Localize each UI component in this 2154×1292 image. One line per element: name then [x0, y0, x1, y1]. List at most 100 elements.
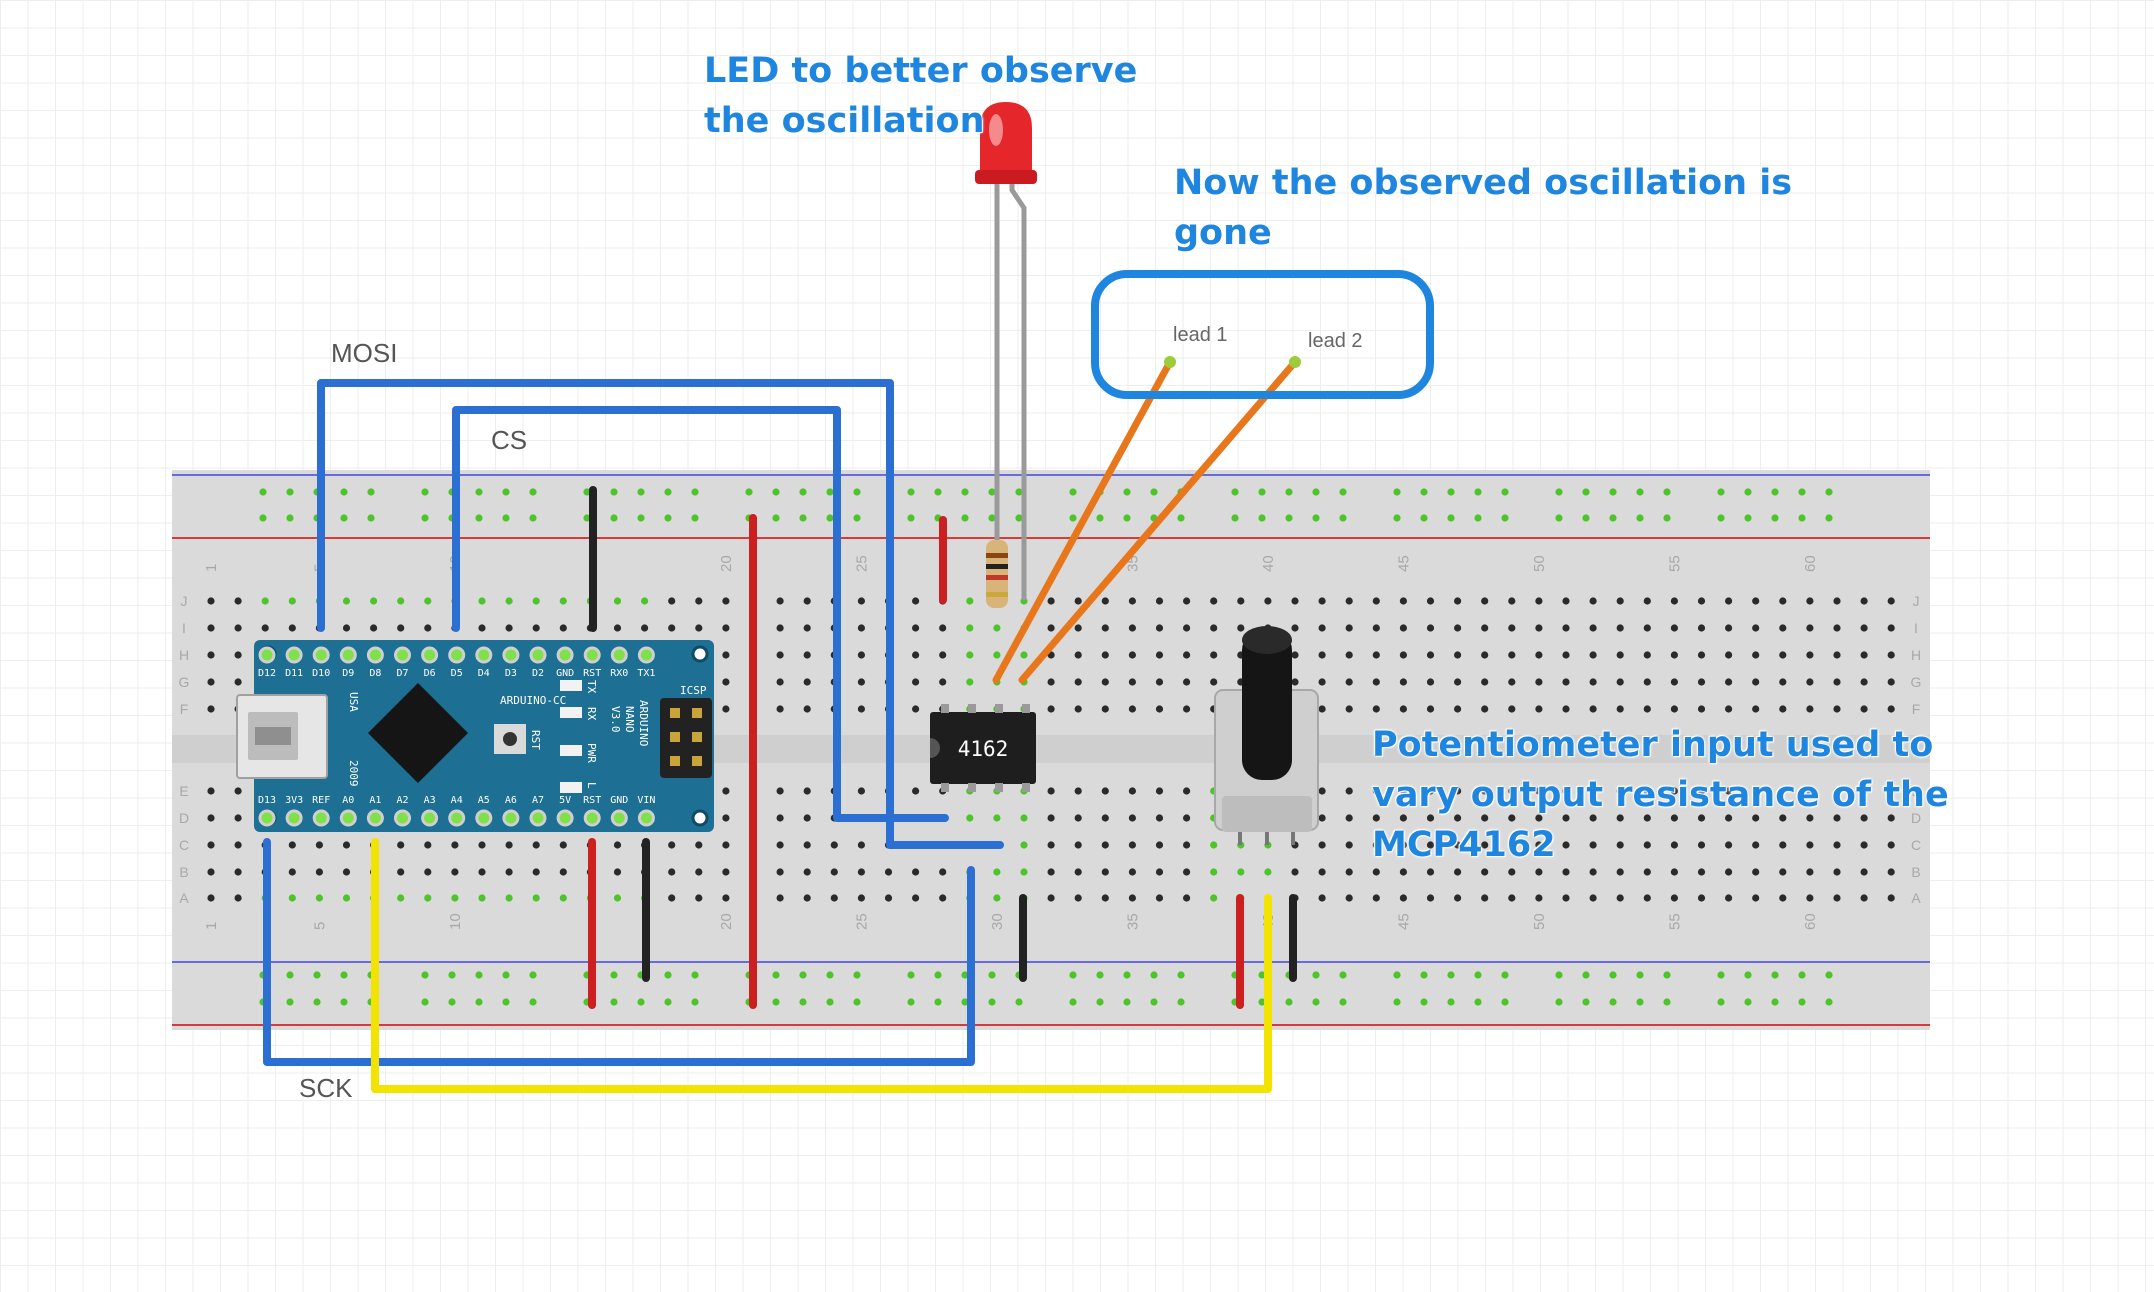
jumper-wires — [588, 486, 1297, 1009]
column-number: 20 — [718, 913, 735, 930]
breadboard-hole — [776, 814, 784, 822]
breadboard-hole — [1074, 787, 1082, 795]
wire-cs — [452, 406, 949, 822]
breadboard-hole — [1291, 678, 1299, 686]
rail-hole — [340, 971, 348, 979]
rail-hole — [664, 488, 672, 496]
rail-hole — [1798, 971, 1806, 979]
led-tx — [560, 680, 582, 691]
rail-hole — [1312, 514, 1320, 522]
breadboard-hole — [1725, 597, 1733, 605]
breadboard-hole — [451, 868, 459, 876]
rail-hole — [826, 971, 834, 979]
breadboard-hole — [1426, 597, 1435, 605]
breadboard-hole — [1291, 868, 1299, 876]
breadboard-hole — [1454, 868, 1462, 876]
breadboard-hole — [397, 868, 405, 876]
breadboard-hole — [1210, 841, 1218, 849]
breadboard-hole — [857, 868, 866, 876]
rail-hole — [1069, 971, 1077, 979]
breadboard-hole — [1697, 894, 1706, 902]
breadboard-hole — [1128, 624, 1136, 632]
breadboard-hole — [776, 894, 784, 902]
breadboard-hole — [1074, 705, 1082, 713]
breadboard-hole — [1589, 814, 1597, 822]
breadboard-hole — [1697, 787, 1706, 795]
breadboard-hole — [912, 651, 920, 659]
rail-hole — [1609, 488, 1617, 496]
breadboard-hole — [207, 814, 215, 822]
breadboard-hole — [1426, 841, 1435, 849]
rail-hole — [340, 488, 348, 496]
breadboard-hole — [1779, 705, 1787, 713]
breadboard-hole — [424, 868, 432, 876]
arduino-l: L — [585, 782, 598, 789]
breadboard-hole — [1616, 841, 1624, 849]
resistor-band-4 — [986, 592, 1008, 597]
led-annotation-line-1: LED to better observe — [704, 51, 1138, 91]
breadboard-hole — [559, 597, 567, 605]
breadboard-hole — [1155, 814, 1164, 822]
breadboard-hole — [1210, 678, 1218, 686]
column-number: 60 — [1802, 555, 1819, 572]
rail-hole — [1771, 971, 1779, 979]
breadboard-hole — [1155, 894, 1164, 902]
breadboard-hole — [1725, 624, 1733, 632]
breadboard-hole — [478, 624, 486, 632]
mcp4162-chip: 4162 — [930, 704, 1036, 792]
breadboard-hole — [722, 705, 730, 713]
breadboard-hole — [1345, 705, 1353, 713]
pin-label: 3V3 — [285, 795, 303, 806]
breadboard-hole — [1399, 894, 1407, 902]
breadboard-hole — [1616, 894, 1624, 902]
rail-hole — [1798, 514, 1806, 522]
pin-label: RST — [583, 668, 601, 679]
breadboard-hole — [1752, 597, 1760, 605]
column-number: 45 — [1395, 913, 1412, 930]
breadboard-hole — [939, 678, 947, 686]
breadboard-hole — [912, 787, 920, 795]
breadboard-hole — [397, 841, 405, 849]
breadboard-hole — [1887, 651, 1895, 659]
probe-lead-1-tip — [1164, 356, 1176, 368]
breadboard-hole — [1860, 841, 1868, 849]
leads-highlight-box — [1091, 270, 1434, 399]
breadboard-hole — [857, 705, 866, 713]
breadboard-hole — [857, 894, 866, 902]
breadboard-hole — [342, 624, 351, 632]
icsp-pin — [692, 732, 702, 742]
breadboard-hole — [342, 597, 351, 605]
arduino-usa: USA — [347, 692, 360, 712]
breadboard-hole — [1481, 705, 1489, 713]
rail-hole — [1825, 488, 1833, 496]
rail-hole — [772, 998, 780, 1006]
row-letter: F — [1912, 701, 1921, 717]
breadboard-hole — [1074, 868, 1082, 876]
breadboard-hole — [857, 841, 866, 849]
breadboard-hole — [1589, 894, 1597, 902]
breadboard-hole — [722, 651, 730, 659]
column-number: 60 — [1802, 913, 1819, 930]
rail-hole — [637, 488, 645, 496]
wire-a0-wiper — [371, 838, 1272, 1093]
breadboard-hole — [1643, 787, 1651, 795]
breadboard-hole — [1887, 894, 1895, 902]
breadboard-hole — [478, 597, 486, 605]
breadboard-hole — [1074, 651, 1082, 659]
rail-hole — [340, 998, 348, 1006]
breadboard-hole — [1047, 894, 1055, 902]
breadboard-hole — [1535, 624, 1543, 632]
rail-hole — [259, 514, 267, 522]
arduino-pwr: PWR — [585, 743, 598, 763]
breadboard-hole — [1752, 705, 1760, 713]
breadboard-hole — [1454, 651, 1462, 659]
breadboard-hole — [1887, 597, 1895, 605]
breadboard-hole — [1697, 678, 1706, 686]
breadboard-hole — [1372, 597, 1380, 605]
wire-mosi — [317, 379, 1004, 849]
breadboard-hole — [1508, 787, 1516, 795]
rail-hole — [799, 971, 807, 979]
rail-hole — [1474, 998, 1482, 1006]
arduino-pin — [339, 646, 357, 664]
